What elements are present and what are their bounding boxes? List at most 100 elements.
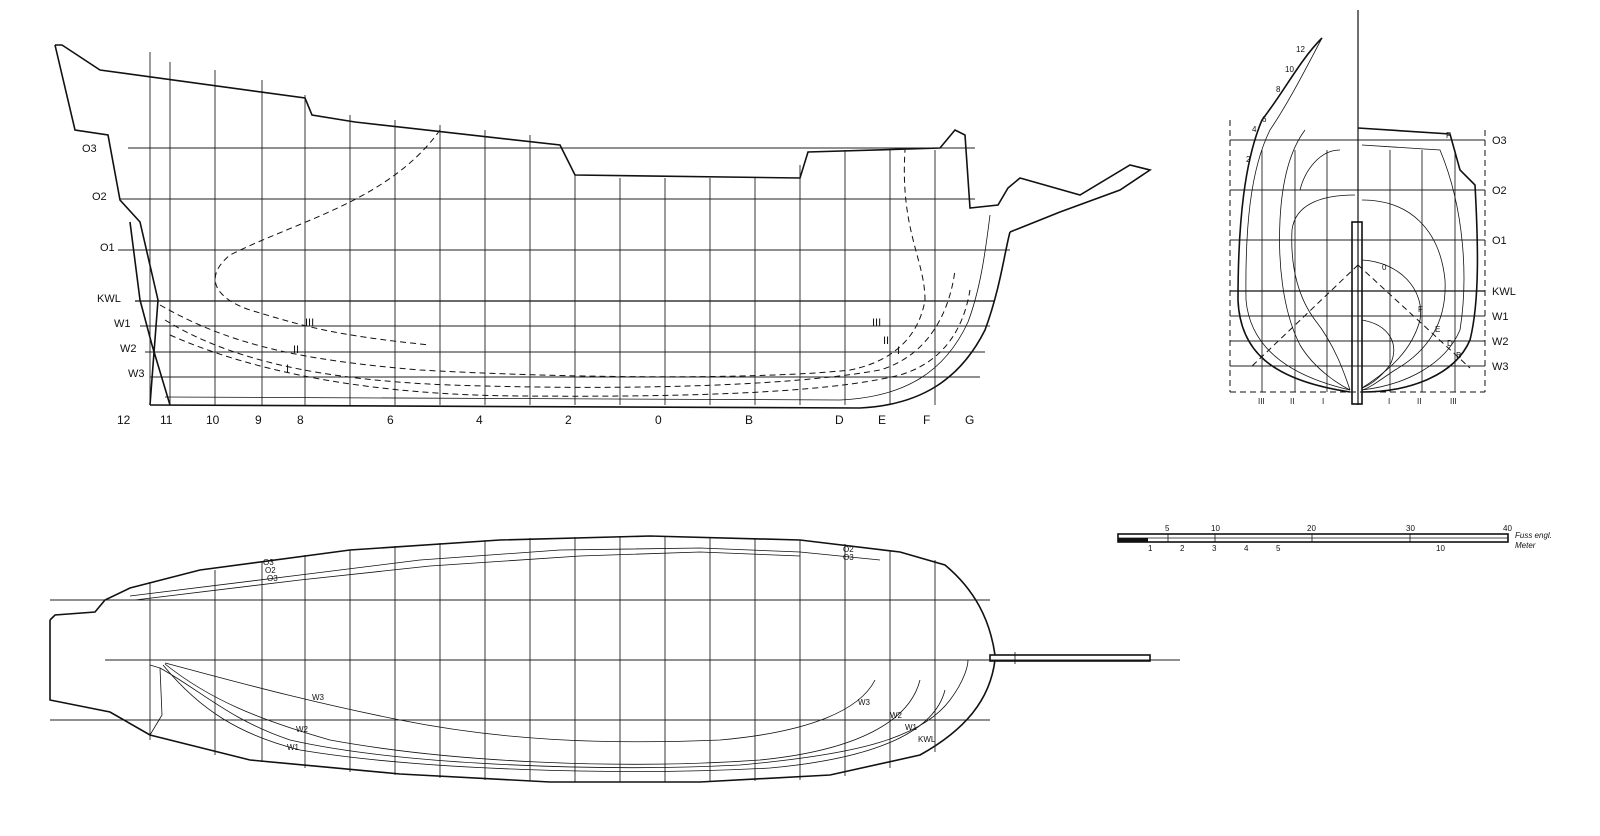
diagonal-label: II bbox=[1290, 397, 1294, 406]
body-plan-diagonal-labels: III II I I II III bbox=[1258, 397, 1457, 406]
scale-meter-tick: 10 bbox=[1436, 544, 1445, 553]
section-label: 0 bbox=[1382, 263, 1387, 272]
half-breadth-lower-inner bbox=[159, 659, 969, 768]
diagonal-label: III bbox=[305, 317, 314, 329]
scale-bar-fine-segment bbox=[1118, 538, 1148, 542]
waterline-label: KWL bbox=[918, 735, 936, 744]
body-plan-aft-section-4 bbox=[1299, 149, 1341, 191]
body-plan-fore-section-E bbox=[1361, 199, 1446, 391]
section-label: 10 bbox=[1285, 65, 1294, 74]
scale-meter-tick: 5 bbox=[1276, 544, 1281, 553]
waterline-label: O1 bbox=[1492, 235, 1507, 247]
section-label: 8 bbox=[1276, 85, 1281, 94]
waterline-label: W3 bbox=[858, 698, 871, 707]
waterline-label: O2 bbox=[92, 191, 107, 203]
waterline-label: O3 bbox=[82, 143, 97, 155]
waterline-label: W2 bbox=[296, 725, 309, 734]
station-label: 11 bbox=[160, 413, 173, 427]
body-plan-aft-section-12 bbox=[1237, 37, 1351, 393]
scale-meter-ticks: 1 2 3 4 5 10 bbox=[1148, 544, 1445, 553]
section-label: B bbox=[1456, 351, 1461, 360]
station-label: G bbox=[965, 413, 974, 427]
half-breadth-labels: O3 O2 O3 O2 O3 W3 W2 W1 W3 W2 W1 KWL bbox=[263, 545, 936, 752]
profile-rabbet-line bbox=[164, 214, 991, 401]
diagonal-label: III bbox=[1450, 397, 1457, 406]
waterline-label: O2 bbox=[1492, 185, 1507, 197]
diagonal-label: I bbox=[897, 345, 900, 357]
scale-meter-tick: 4 bbox=[1244, 544, 1249, 553]
body-plan-fore-section-D bbox=[1361, 259, 1422, 389]
profile-diagonal-outer bbox=[169, 289, 971, 397]
station-label: 9 bbox=[255, 413, 262, 427]
waterline-label: W2 bbox=[890, 711, 903, 720]
section-label: 12 bbox=[1296, 45, 1305, 54]
station-label: D bbox=[835, 413, 844, 427]
scale-feet-tick: 5 bbox=[1165, 524, 1170, 533]
profile-stern-post bbox=[129, 221, 171, 406]
station-label: 10 bbox=[206, 413, 220, 427]
half-breadth-bowsprit bbox=[989, 654, 1151, 662]
diagonal-label: III bbox=[1258, 397, 1265, 406]
body-plan-section-labels: 12 10 8 6 4 2 0 F F E D B bbox=[1246, 45, 1461, 360]
body-plan-diagonal-left bbox=[1249, 264, 1359, 369]
diagonal-label: II bbox=[883, 335, 889, 347]
waterline-label: O1 bbox=[100, 242, 115, 254]
waterline-label: W3 bbox=[128, 368, 145, 380]
section-label: 4 bbox=[1252, 125, 1257, 134]
diagonal-label: I bbox=[1322, 397, 1324, 406]
profile-grid bbox=[118, 52, 1010, 405]
profile-diagonal-III bbox=[214, 129, 441, 346]
body-plan-fore-outer bbox=[1357, 127, 1479, 393]
deck-line-label: O3 bbox=[263, 558, 274, 567]
scale-feet-tick: 30 bbox=[1406, 524, 1415, 533]
body-plan-fore-section-F bbox=[1361, 144, 1465, 391]
half-breadth-deck-line-O2 bbox=[129, 547, 881, 597]
profile-diagonal-II bbox=[159, 149, 926, 378]
section-label: D bbox=[1447, 339, 1453, 348]
diagonal-label: I bbox=[1388, 397, 1390, 406]
station-label: F bbox=[923, 413, 930, 427]
scale-feet-tick: 10 bbox=[1211, 524, 1220, 533]
profile-keel-and-stem bbox=[149, 231, 1011, 409]
body-plan-view: O3 O2 O1 KWL W1 W2 W3 12 10 8 6 4 2 0 F … bbox=[1229, 10, 1516, 406]
scale-bar: 5 10 20 30 40 1 2 3 4 5 10 Fuss engl. Me… bbox=[1117, 524, 1552, 553]
waterline-label: W1 bbox=[1492, 311, 1509, 323]
section-label: E bbox=[1435, 325, 1440, 334]
half-breadth-grid bbox=[50, 536, 1180, 782]
scale-meter-label: Meter bbox=[1515, 541, 1536, 550]
diagonal-label: II bbox=[1417, 397, 1421, 406]
station-label: 0 bbox=[655, 413, 662, 427]
waterline-label: W1 bbox=[905, 723, 918, 732]
half-breadth-deck-line-O3 bbox=[134, 551, 801, 601]
waterline-label: W3 bbox=[312, 693, 325, 702]
body-plan-aft-section-8 bbox=[1279, 129, 1351, 391]
waterline-label: W2 bbox=[120, 343, 137, 355]
station-label: 4 bbox=[476, 413, 483, 427]
scale-feet-tick: 20 bbox=[1307, 524, 1316, 533]
waterline-label: O3 bbox=[1492, 135, 1507, 147]
section-label: F bbox=[1446, 131, 1451, 140]
station-label: B bbox=[745, 413, 753, 427]
waterline-label: W3 bbox=[1492, 361, 1509, 373]
body-plan-aft-section-10 bbox=[1245, 37, 1351, 391]
diagonal-label: II bbox=[293, 344, 299, 356]
profile-diagonal-labels: III II I III II I bbox=[286, 317, 900, 375]
waterline-label: KWL bbox=[97, 293, 121, 305]
scale-feet-tick: 40 bbox=[1503, 524, 1512, 533]
deck-line-label: O2 bbox=[843, 545, 854, 554]
body-plan-fore-section-B bbox=[1361, 319, 1395, 389]
half-breadth-stern-transom bbox=[149, 664, 163, 736]
profile-diagonal-I bbox=[164, 269, 956, 388]
profile-stern-outline bbox=[54, 44, 159, 406]
half-breadth-waterline-W1 bbox=[162, 664, 946, 772]
diagonal-label: I bbox=[286, 363, 289, 375]
scale-feet-ticks: 5 10 20 30 40 bbox=[1165, 524, 1512, 533]
section-label: 2 bbox=[1246, 155, 1251, 164]
half-breadth-waterline-W3 bbox=[164, 662, 876, 743]
waterline-label: W2 bbox=[1492, 336, 1509, 348]
station-label: 12 bbox=[117, 413, 131, 427]
waterline-label: W1 bbox=[114, 318, 131, 330]
waterline-label: KWL bbox=[1492, 286, 1516, 298]
body-plan-waterline-labels: O3 O2 O1 KWL W1 W2 W3 bbox=[1492, 135, 1516, 373]
